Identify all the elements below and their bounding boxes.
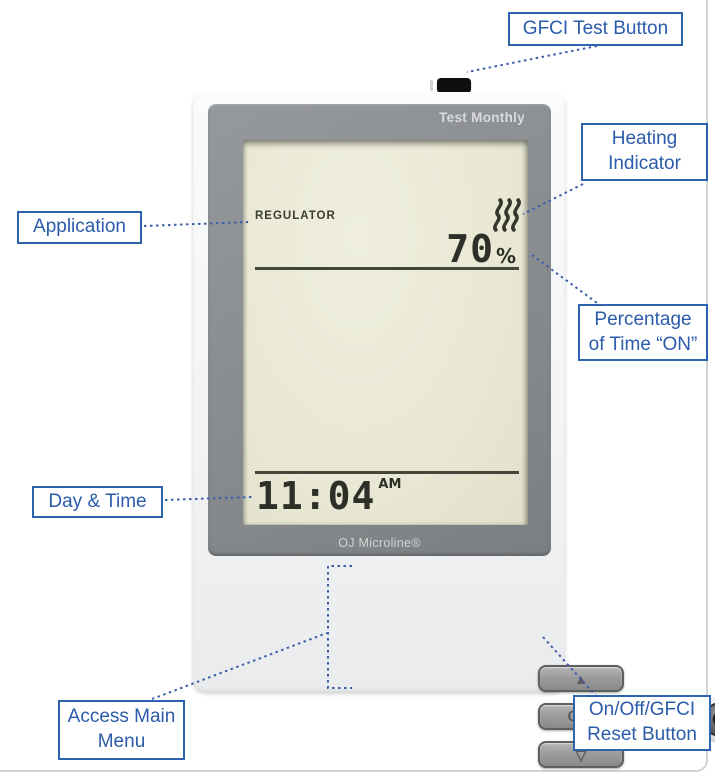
percent-sign: % <box>495 244 516 268</box>
callout-application-label: Application <box>33 216 126 238</box>
gfci-test-button[interactable] <box>437 78 471 93</box>
callout-gfci-test-button: GFCI Test Button <box>508 12 683 46</box>
test-monthly-label: Test Monthly <box>439 110 525 125</box>
callout-percentage-on-label: Percentage of Time “ON” <box>588 308 698 355</box>
callout-day-time-label: Day & Time <box>48 490 147 512</box>
up-button[interactable]: ▲ <box>538 665 624 692</box>
callout-on-off-reset-label: On/Off/GFCI Reset Button <box>587 699 697 745</box>
gfci-button-mark <box>430 80 433 91</box>
connector-gfci <box>466 45 598 73</box>
thermostat-device: Test Monthly REGULATOR 70 % <box>193 92 715 768</box>
percent-on-display: 70 % <box>446 230 516 268</box>
callout-access-main-menu: Access Main Menu <box>58 700 185 760</box>
heating-indicator-icon <box>493 197 523 238</box>
day-time-display: 11:04 AM <box>256 477 401 515</box>
callout-on-off-reset: On/Off/GFCI Reset Button <box>573 695 711 751</box>
callout-heating-indicator: Heating Indicator <box>581 123 708 181</box>
callout-heating-indicator-label: Heating Indicator <box>608 128 681 174</box>
meridiem-label: AM <box>378 477 402 492</box>
callout-application: Application <box>17 211 142 244</box>
lcd-divider-bottom <box>255 471 519 474</box>
application-mode-text: REGULATOR <box>255 210 336 222</box>
percent-on-value: 70 <box>446 227 494 271</box>
display-bezel: Test Monthly REGULATOR 70 % <box>208 104 551 556</box>
callout-percentage-on: Percentage of Time “ON” <box>578 304 708 361</box>
lcd-divider-top <box>255 267 519 270</box>
callout-gfci-test-button-label: GFCI Test Button <box>522 17 669 39</box>
time-value: 11:04 <box>256 474 376 518</box>
up-arrow-icon: ▲ <box>574 670 588 687</box>
brand-label: OJ Microline® <box>338 536 421 550</box>
callout-access-main-menu-label: Access Main Menu <box>67 706 176 752</box>
power-icon <box>712 713 715 725</box>
lcd-screen: REGULATOR 70 % <box>243 140 528 525</box>
callout-day-time: Day & Time <box>32 486 163 518</box>
down-arrow-icon: ▽ <box>575 746 587 763</box>
